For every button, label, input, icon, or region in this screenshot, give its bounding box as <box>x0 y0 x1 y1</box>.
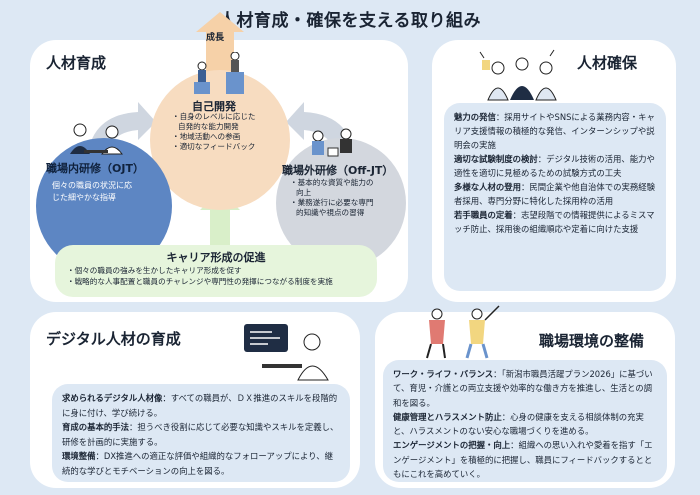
recruitment-item: 多様な人材の登用：民間企業や他自治体での実務経験者採用、専門分野に特化した採用枠… <box>454 182 655 206</box>
offjt-people-icon <box>312 128 352 157</box>
recruitment-item: 適切な試験制度の検討：デジタル技術の活用、能力や適性を適切に見極めるための試験方… <box>454 154 655 178</box>
ojt-text: 個々の職員の状況に応 じた細やかな指導 <box>52 181 132 202</box>
career-bullets: ・個々の職員の強みを生かしたキャリア形成を促す ・戦略的な人事配置と職員のチャレ… <box>67 266 333 286</box>
recruitment-heading: 人材確保 <box>577 54 638 72</box>
stretching-people-icon <box>426 305 500 359</box>
digital-panel: デジタル人材の育成 求められるデジタル人材像：すべての職員が、ＤＸ推進のスキルを… <box>30 312 360 488</box>
offjt-title: 職場外研修（Off-JT） <box>282 164 394 177</box>
environment-panel: 職場環境の整備 ワーク・ライフ・バランス：「新潟市職員活躍プラン2026」に基づ… <box>375 305 675 488</box>
recruitment-item: 魅力の発信：採用サイトやSNSによる業務内容・キャリア支援情報の積極的な発信、イ… <box>454 112 655 150</box>
self-title: 自己開発 <box>192 100 236 113</box>
digital-item: 求められるデジタル人材像：すべての職員が、ＤＸ推進のスキルを段階的に身に付け、学… <box>62 393 338 418</box>
growth-people-icon <box>194 52 244 94</box>
environment-heading: 職場環境の整備 <box>539 332 645 350</box>
ojt-title: 職場内研修（OJT） <box>46 162 144 175</box>
environment-item: 健康管理とハラスメント防止：心身の健康を支える相談体制の充実と、ハラスメントのな… <box>393 411 644 437</box>
environment-item: ワーク・ライフ・バランス：「新潟市職員活躍プラン2026」に基づいて、育児・介護… <box>393 369 653 408</box>
recruitment-item: 若手職員の定着：志望段階での情報提供によるミスマッチ防止、採用後の組織順応や定着… <box>454 210 655 234</box>
ojt-people-icon <box>70 123 123 155</box>
career-box: キャリア形成の促進 ・個々の職員の強みを生かしたキャリア形成を促す ・戦略的な人… <box>55 245 377 297</box>
staff-cheering-icon <box>479 49 557 101</box>
digital-item: 環境整備：DX推進への適正な評価や組織的なフォローアップにより、継続的な学びとモ… <box>62 451 333 476</box>
development-panel: 人材育成 成長 自己開発 ・自身のレベルに応じた 自発的な能力開発 ・地域活動へ… <box>30 12 408 302</box>
page-title: 人材育成・確保を支える取り組み <box>219 11 481 31</box>
growth-label: 成長 <box>206 33 225 43</box>
recruitment-panel: 人材確保 魅力の発信：採用サイトやSNSによる業務内容・キャリア支援情報の積極的… <box>432 40 676 302</box>
digital-heading: デジタル人材の育成 <box>46 330 181 348</box>
development-heading: 人材育成 <box>46 54 107 72</box>
recruitment-list: 魅力の発信：採用サイトやSNSによる業務内容・キャリア支援情報の積極的な発信、イ… <box>444 103 666 291</box>
self-development-circle <box>150 70 290 210</box>
environment-item: エンゲージメントの把握・向上：組織への思い入れや愛着を指す「エンゲージメント」を… <box>393 440 653 480</box>
self-bullets: ・自身のレベルに応じた 自発的な能力開発 ・地域活動への参画 ・適切なフィードバ… <box>172 112 256 151</box>
digital-worker-icon <box>244 324 329 381</box>
career-title: キャリア形成の促進 <box>166 251 266 264</box>
digital-item: 育成の基本的手法：担うべき役割に応じて必要な知識やスキルを定義し、研修を計画的に… <box>62 422 339 447</box>
offjt-bullets: ・基本的な資質や能力の 向上 ・業務遂行に必要な専門 的知識や視点の習得 <box>290 178 374 217</box>
environment-list: ワーク・ライフ・バランス：「新潟市職員活躍プラン2026」に基づいて、育児・介護… <box>383 360 667 482</box>
digital-list: 求められるデジタル人材像：すべての職員が、ＤＸ推進のスキルを段階的に身に付け、学… <box>52 384 350 482</box>
